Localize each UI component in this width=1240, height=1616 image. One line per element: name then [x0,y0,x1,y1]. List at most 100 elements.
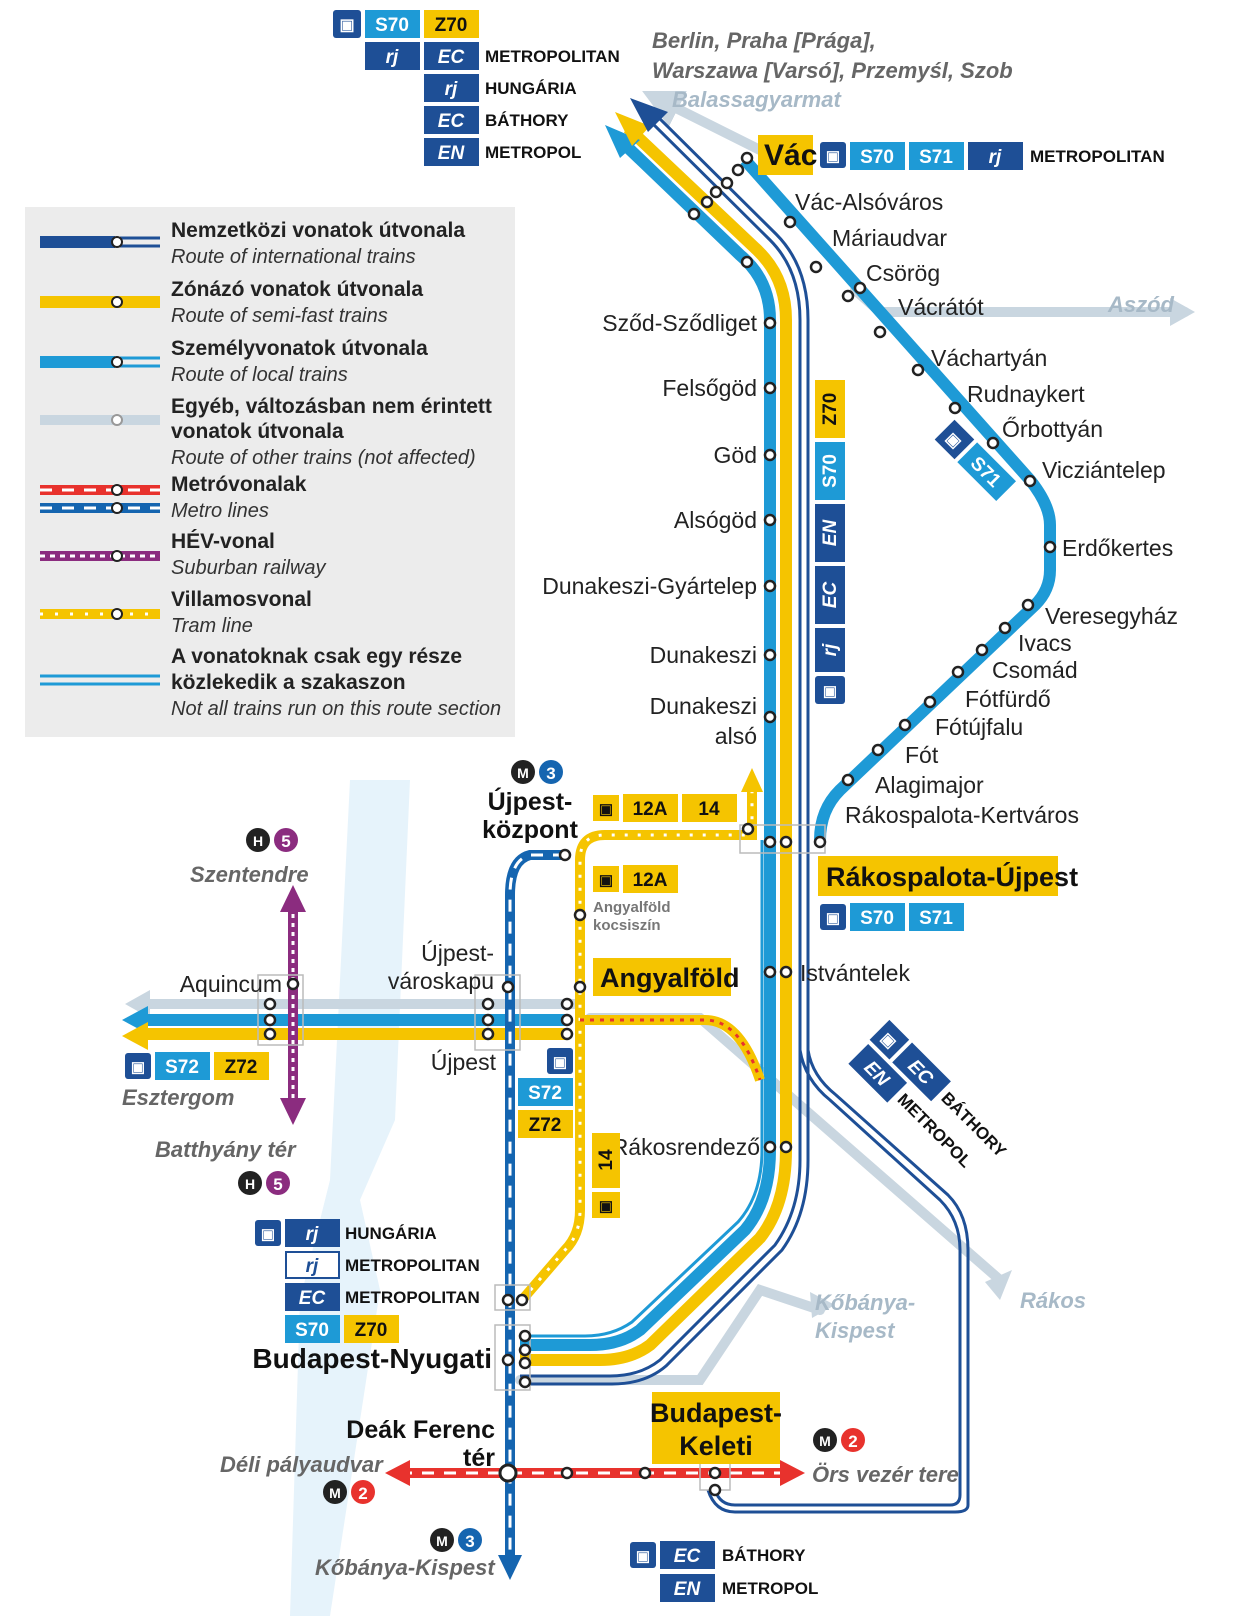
metro-m2-arrow-west [385,1460,410,1486]
badges-ujpest: ▣ S72 Z72 [518,1048,573,1138]
dir-kobanya-metro: Kőbánya-Kispest [315,1555,496,1580]
station-ujpest-varoskapu-2: városkapu [388,968,494,994]
arrow-kobanya [810,1292,835,1318]
badge-m3-kobanya: M 3 [430,1528,482,1552]
station-erdokertes: Erdőkertes [1062,535,1173,561]
badge-s72: S72 [528,1083,562,1104]
hev-arrow-south [280,1098,306,1125]
metro-m2-arrow-east [780,1460,805,1486]
legend-title: Egyéb, változásban nem érintett [171,395,492,418]
dir-kobanya-rail-2: Kispest [815,1318,896,1343]
dir-rakos: Rákos [1020,1288,1086,1313]
badge-z72: Z72 [225,1057,258,1078]
tram-icon: ▣ [599,872,613,889]
dir-esztergom: Esztergom [122,1085,234,1110]
tram-icon: ▣ [599,801,613,818]
station-dots [263,151,1057,1497]
arrow-aszod [1170,298,1195,326]
badge-s70: S70 [295,1320,329,1341]
legend-title: vonatok útvonala [171,420,344,443]
station-dunakeszi-also-1: Dunakeszi [650,693,757,719]
legend-title: Villamosvonal [171,588,312,611]
line-local-branch [740,156,1056,841]
station-vicziantelep: Vicziántelep [1042,457,1166,483]
badge-s72: S72 [165,1057,199,1078]
badge-ec: EC [299,1288,326,1309]
station-ujpest-kozpont-2: központ [482,816,578,844]
badge-tram-14: 14 [596,1149,617,1171]
badges-nyugati: ▣ rj HUNGÁRIA rj METROPOLITAN EC METROPO… [255,1219,480,1343]
dir-kobanya-rail-1: Kőbánya- [815,1290,915,1315]
station-istvantelek: Istvántelek [800,960,910,986]
station-ujpest-kozpont-1: Újpest- [488,786,573,816]
station-aquincum: Aquincum [180,971,282,997]
station-fot: Fót [905,742,939,768]
dir-batthyany: Batthyány tér [155,1137,297,1162]
badge-z70: Z70 [355,1320,388,1341]
badge-m2-deli: M 2 [323,1480,375,1504]
station-rakospalota-ujpest: Rákospalota-Újpest [826,861,1078,892]
legend-international: Nemzetközi vonatok útvonala Route of int… [40,219,465,268]
station-mariaudvar: Máriaudvar [832,225,947,251]
station-vac-alsovaros: Vác-Alsóváros [795,189,943,215]
badge-rj: rj [989,147,1002,168]
train-icon: ▣ [826,910,840,927]
metro-m3-line [505,850,565,1560]
train-icon: ▣ [261,1226,275,1243]
station-ujpest-varoskapu-1: Újpest- [421,940,494,966]
train-icon: ▣ [826,148,840,165]
legend-subtitle: Not all trains run on this route section [171,698,501,720]
station-veresegyhaz: Veresegyház [1045,603,1178,629]
line-local-partial [520,840,764,1338]
badge-m2-keleti: M 2 [813,1428,865,1452]
badge-s70: S70 [860,908,894,929]
tram-line-14 [518,790,757,1304]
train-name-bathory: BÁTHORY [722,1546,806,1565]
badge-en: EN [438,143,466,164]
line-semifast-main [520,123,792,1366]
station-csorog: Csörög [866,260,940,286]
line-intl-main-2 [520,108,810,1386]
legend-partial: A vonatoknak csak egy része közlekedik a… [40,645,501,720]
legend: Nemzetközi vonatok útvonala Route of int… [25,207,515,737]
metro-icon: M [819,1433,831,1449]
badge-s71: S71 [919,147,953,168]
train-name-hungaria: HUNGÁRIA [485,79,577,98]
legend-subtitle: Route of international trains [171,246,416,268]
legend-semi-fast: Zónázó vonatok útvonala Route of semi-fa… [40,278,423,327]
arrow-semifast-north [615,112,650,146]
legend-hev: HÉV-vonal Suburban railway [40,530,327,579]
station-angyalfold: Angyalföld [600,963,740,993]
station-dunakeszi-also-2: alsó [715,723,757,749]
badge-tram-14: 14 [698,799,720,820]
badges-esztergom: ▣ S72 Z72 [125,1052,269,1080]
badge-rj: rj [820,643,841,656]
arrow-local-north [605,125,640,158]
tram-arrow-north [741,768,763,792]
metro-line-2: 2 [848,1432,857,1451]
train-icon: ▣ [553,1054,567,1071]
station-angyalfold-kocsiszin-1: Angyalföld [593,899,671,916]
tram-angyalfold-east [580,1015,765,1082]
station-dunakeszi: Dunakeszi [650,642,757,668]
dir-szentendre: Szentendre [190,862,309,887]
legend-subtitle: Metro lines [171,500,269,522]
train-icon: ▣ [131,1059,145,1076]
metro-icon: M [329,1485,341,1501]
station-vac: Vác [764,139,817,172]
station-ivacs: Ivacs [1018,630,1072,656]
metro-icon: M [436,1533,448,1549]
metro-line-2: 2 [358,1484,367,1503]
legend-title: Metróvonalak [171,473,307,496]
badges-rakospalota: ▣ S70 S71 [820,903,964,931]
badge-en: EN [820,519,841,547]
train-icon: ▣ [823,683,837,700]
direction-labels: Berlin, Praha [Prága], Warszawa [Varsó],… [122,28,1175,1580]
badge-tram-12a: 12A [633,870,668,891]
train-icon: ▣ [339,17,354,34]
badges-tram: ▣ 12A 14 ▣ 12A 14 ▣ [592,794,737,1218]
legend-title: A vonatoknak csak egy része [171,645,462,668]
badge-z70: Z70 [820,393,841,426]
legend-tram: Villamosvonal Tram line [40,588,312,637]
legend-metro: Metróvonalak Metro lines [40,473,307,522]
